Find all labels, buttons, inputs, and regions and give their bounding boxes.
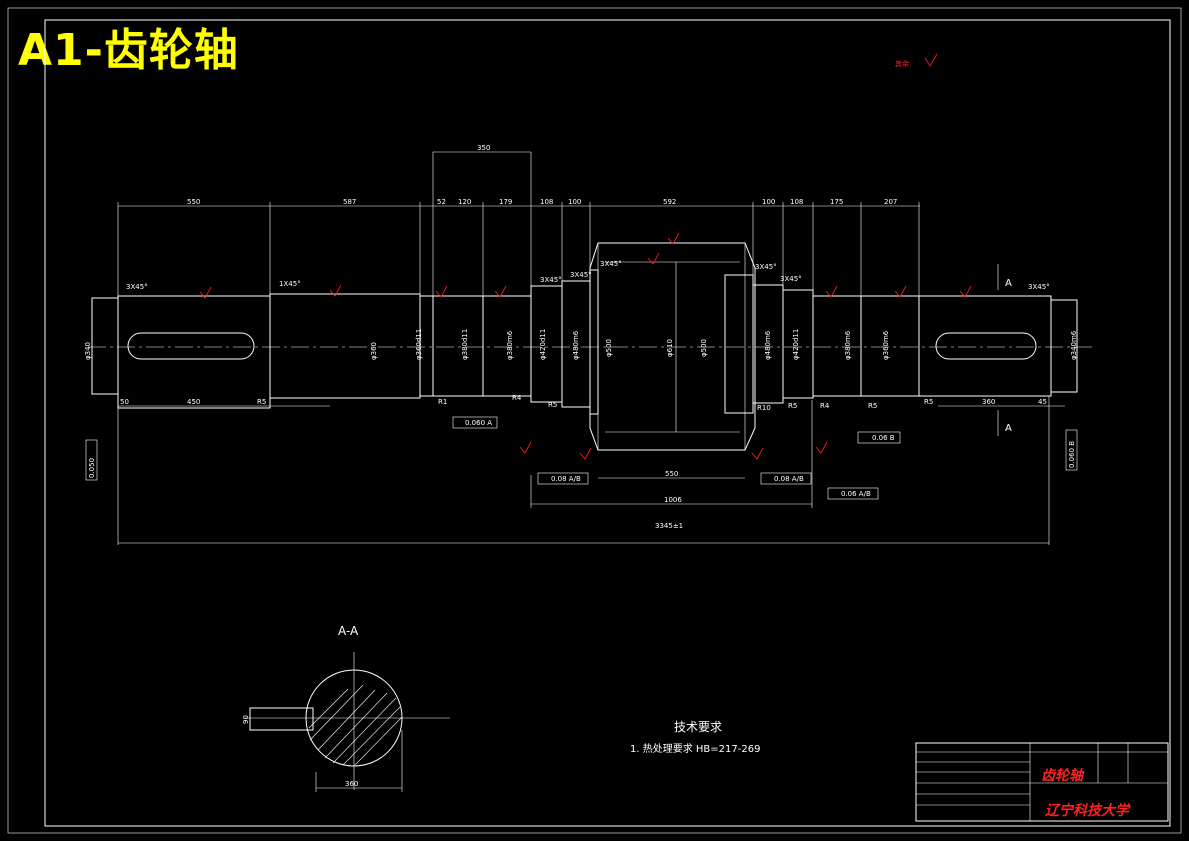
section-view: A-A 360 90 (242, 624, 450, 792)
dim-179: 179 (499, 198, 512, 206)
svg-text:3X45°: 3X45° (1028, 283, 1050, 291)
diameter-labels: φ340 φ360 φ360d11 φ380d11 φ380m6 φ420d11… (84, 329, 1078, 360)
svg-text:1X45°: 1X45° (279, 280, 301, 288)
top-dimension-texts: 550 587 52 120 179 108 100 592 100 108 1… (187, 144, 897, 206)
inner-frame (44, 19, 1171, 827)
svg-text:辽宁科技大学: 辽宁科技大学 (1045, 802, 1131, 819)
svg-text:R4: R4 (820, 402, 830, 410)
svg-text:其余: 其余 (895, 59, 909, 68)
dim-total: 3345±1 (655, 522, 683, 530)
svg-text:50: 50 (120, 398, 129, 406)
svg-text:R5: R5 (924, 398, 933, 406)
svg-text:φ610: φ610 (666, 339, 674, 357)
svg-text:0.08 A/B: 0.08 A/B (774, 475, 804, 483)
svg-text:φ360m6: φ360m6 (882, 330, 890, 360)
dim-108: 108 (540, 198, 553, 206)
svg-text:3X45°: 3X45° (126, 283, 148, 291)
dim-52: 52 (437, 198, 446, 206)
outer-border (7, 7, 1182, 834)
roughness-symbols: 其余 (199, 53, 972, 460)
bottom-dimension-texts: 50 450 R5 R1 R4 R5 R10 R5 R4 R5 R5 360 4… (120, 394, 1047, 530)
svg-text:技术要求: 技术要求 (674, 720, 722, 734)
svg-text:360: 360 (982, 398, 995, 406)
dimension-lines (117, 151, 1065, 545)
svg-text:φ420d11: φ420d11 (539, 329, 547, 360)
keyway-left (127, 332, 255, 360)
dim-587: 587 (343, 198, 356, 206)
dim-100b: 100 (762, 198, 775, 206)
svg-text:3X45°: 3X45° (600, 260, 622, 268)
svg-text:3X45°: 3X45° (540, 276, 562, 284)
svg-text:0.060 A: 0.060 A (465, 419, 492, 427)
svg-text:φ340m6: φ340m6 (1070, 330, 1078, 360)
svg-text:90: 90 (242, 715, 250, 724)
svg-text:0.050: 0.050 (88, 458, 96, 478)
shaft-outline (91, 242, 1078, 451)
svg-text:1. 热处理要求 HB=217-269: 1. 热处理要求 HB=217-269 (630, 742, 760, 755)
svg-text:45: 45 (1038, 398, 1047, 406)
svg-text:R5: R5 (548, 401, 557, 409)
dim-350: 350 (477, 144, 490, 152)
svg-text:A: A (1005, 278, 1012, 289)
svg-text:A: A (1005, 423, 1012, 434)
dim-middle: 1006 (664, 496, 682, 504)
svg-text:R5: R5 (788, 402, 797, 410)
svg-text:0.08 A/B: 0.08 A/B (551, 475, 581, 483)
svg-text:360: 360 (345, 780, 358, 788)
svg-text:3X45°: 3X45° (570, 271, 592, 279)
svg-text:φ340: φ340 (84, 342, 92, 360)
tolerance-frames: 0.060 A 0.08 A/B 0.08 A/B 0.06 A/B 0.06 … (85, 416, 1078, 500)
svg-text:φ360d11: φ360d11 (415, 329, 423, 360)
title-block: 齿轮轴 辽宁科技大学 (915, 742, 1169, 822)
svg-text:R5: R5 (868, 402, 877, 410)
dim-120: 120 (458, 198, 471, 206)
svg-text:3X45°: 3X45° (755, 263, 777, 271)
dim-592: 592 (663, 198, 676, 206)
svg-text:φ480m6: φ480m6 (572, 330, 580, 360)
chamfer-notes: 3X45° 1X45° 3X45° 3X45° 3X45° 3X45° 3X45… (126, 260, 1050, 291)
dim-108b: 108 (790, 198, 803, 206)
svg-text:φ360: φ360 (370, 342, 378, 360)
svg-text:齿轮轴: 齿轮轴 (1041, 767, 1085, 784)
dim-207: 207 (884, 198, 897, 206)
svg-text:R10: R10 (757, 404, 771, 412)
svg-text:φ480m6: φ480m6 (764, 330, 772, 360)
svg-text:φ380m6: φ380m6 (844, 330, 852, 360)
dim-100: 100 (568, 198, 581, 206)
drawing-title-banner: A1-齿轮轴 (18, 25, 239, 76)
svg-text:0.06 B: 0.06 B (872, 434, 895, 442)
svg-text:0.06 A/B: 0.06 A/B (841, 490, 871, 498)
svg-text:450: 450 (187, 398, 200, 406)
svg-text:φ380m6: φ380m6 (506, 330, 514, 360)
dim-tooth-width: 550 (665, 470, 678, 478)
svg-text:R5: R5 (257, 398, 266, 406)
section-hatch (308, 684, 403, 766)
keyway-right (935, 332, 1037, 360)
svg-text:φ500: φ500 (700, 339, 708, 357)
svg-text:R4: R4 (512, 394, 522, 402)
svg-text:R1: R1 (438, 398, 447, 406)
svg-text:0.060 B: 0.060 B (1068, 441, 1076, 468)
section-markers: A A (997, 264, 1012, 436)
svg-text:3X45°: 3X45° (780, 275, 802, 283)
svg-text:φ420d11: φ420d11 (792, 329, 800, 360)
svg-text:φ380d11: φ380d11 (461, 329, 469, 360)
technical-requirements: 技术要求 1. 热处理要求 HB=217-269 (630, 720, 760, 755)
svg-text:φ500: φ500 (605, 339, 613, 357)
section-title: A-A (338, 624, 359, 638)
dim-550: 550 (187, 198, 200, 206)
dim-175: 175 (830, 198, 843, 206)
